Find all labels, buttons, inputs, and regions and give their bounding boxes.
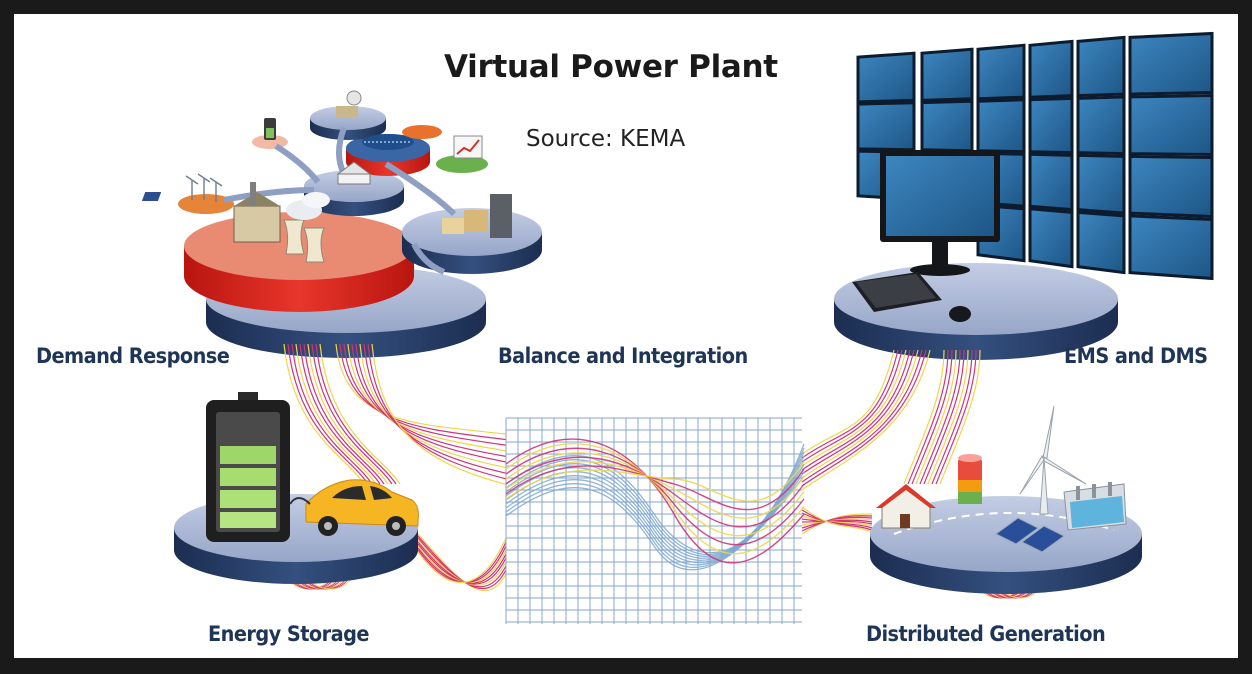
- label-balance-integration: Balance and Integration: [498, 344, 748, 368]
- house-icon: [876, 484, 936, 529]
- battery-small-icon: [264, 118, 276, 140]
- dam-icon: [1063, 482, 1127, 531]
- wind-turbine-icon: [1019, 405, 1087, 515]
- video-wall-tile: [856, 101, 916, 152]
- demand-green-disc: [436, 155, 488, 173]
- distributed-generation-cluster: [870, 405, 1142, 594]
- video-wall-tile: [976, 98, 1026, 154]
- video-wall-tile: [1028, 207, 1074, 269]
- video-wall-tile: [1076, 95, 1126, 156]
- pavilion-icon: [336, 161, 372, 185]
- video-wall-tile: [1028, 152, 1074, 212]
- demand-orange-small-disc: [402, 125, 442, 139]
- car-icon: [289, 479, 419, 536]
- label-distributed-generation: Distributed Generation: [866, 622, 1106, 646]
- building-icon: [442, 194, 512, 238]
- energy-storage-cluster: [174, 392, 419, 584]
- video-wall-tile: [1076, 35, 1126, 98]
- video-wall-tile: [1028, 39, 1074, 99]
- video-wall-tile: [920, 47, 974, 102]
- house-small-icon: [336, 90, 362, 118]
- source-credit: Source: KEMA: [526, 126, 686, 152]
- ems-dms-cluster: [834, 150, 1118, 360]
- factory-icon: [233, 182, 281, 243]
- demand-response-cluster: [141, 90, 542, 358]
- video-wall-tile: [856, 51, 916, 104]
- monitor-icon: [880, 150, 1000, 276]
- label-ems-dms: EMS and DMS: [1064, 344, 1208, 368]
- storage-tank-icon: [958, 454, 982, 504]
- label-energy-storage: Energy Storage: [208, 622, 369, 646]
- video-wall-tile: [1128, 93, 1214, 157]
- vpp-illustration: [141, 31, 1214, 624]
- video-wall-tile: [1076, 210, 1126, 275]
- stadium-icon: [362, 134, 414, 150]
- video-wall-tile: [920, 99, 974, 153]
- wind-turbines-small-icon: [185, 173, 223, 202]
- solar-panel-icon: [995, 517, 1065, 553]
- cooling-tower-icon: [283, 192, 330, 263]
- video-wall-tile: [1028, 96, 1074, 155]
- video-wall-tile: [1128, 214, 1214, 281]
- keyboard-icon: [852, 272, 942, 312]
- demand-middle-platform: [304, 170, 404, 216]
- video-wall-tile: [1128, 154, 1214, 219]
- video-wall-tile: [1128, 31, 1214, 96]
- battery-icon: [206, 392, 290, 542]
- balance-waves: [505, 438, 805, 571]
- video-wall-tile: [1076, 153, 1126, 215]
- label-demand-response: Demand Response: [36, 344, 230, 368]
- video-wall-tile: [976, 43, 1026, 101]
- diagram-title: Virtual Power Plant: [444, 49, 778, 85]
- chart-small-icon: [453, 135, 483, 159]
- mouse-icon: [949, 306, 971, 322]
- solar-panels-small-icon: [141, 192, 162, 201]
